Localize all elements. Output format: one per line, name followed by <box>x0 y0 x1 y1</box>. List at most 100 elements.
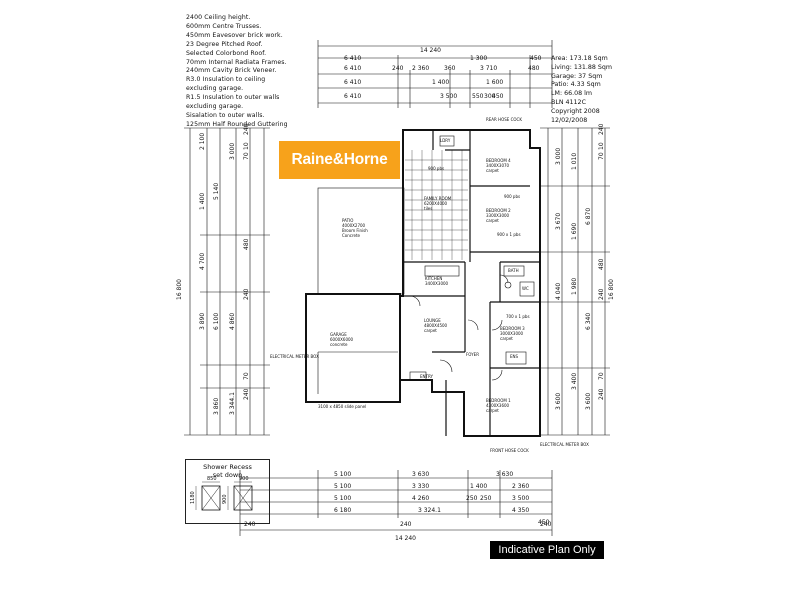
shower-recess-title: Shower Recess set down <box>203 463 252 479</box>
brand-name: Raine&Horne <box>291 151 388 168</box>
room-label-family: tiles <box>424 206 432 211</box>
dim-top-label: 300 <box>484 93 496 100</box>
area-stat: Garage: 37 Sqm <box>551 72 603 80</box>
room-label-garage: 6000X6000 <box>330 337 354 342</box>
room-label-patio: 4000X2700 <box>342 223 366 228</box>
room-label-bath: BATH <box>508 268 519 273</box>
area-stat: 12/02/2008 <box>551 116 588 124</box>
dim-top-label: 240 <box>392 65 404 72</box>
spec-notes: 2400 Ceiling height.600mm Centre Trusses… <box>186 14 306 130</box>
dim-bottom-450: 450 <box>538 519 550 526</box>
dim-top-label: 360 <box>444 65 456 72</box>
raine-horne-logo: Raine&Horne <box>279 141 400 179</box>
dim-right-label: 4 040 <box>555 283 562 300</box>
dim-top-label: 1 300 <box>470 55 487 62</box>
dim-left-label: 240 <box>243 388 250 400</box>
spec-note: Sisalation to outer walls. <box>186 111 265 119</box>
room-label-patio: Broom Finish <box>342 228 368 233</box>
dim-top-label: 1 600 <box>486 79 503 86</box>
svg-text:850: 850 <box>207 476 217 482</box>
dim-top-label: 3 710 <box>480 65 497 72</box>
dim-right-label: 3 400 <box>571 373 578 390</box>
house-outline <box>399 129 541 437</box>
dim-top-label: 480 <box>528 65 540 72</box>
dim-bottom-edge: 240 <box>244 521 256 528</box>
dim-right-label: 1 980 <box>571 278 578 295</box>
annotation-win4: 700 x 1 pbs <box>506 314 530 319</box>
spec-note: 600mm Centre Trusses. <box>186 22 262 30</box>
spec-note: 70mm Internal Radiata Frames. <box>186 58 287 66</box>
patio-outline <box>317 187 405 295</box>
room-label-bed2: carpet <box>486 218 499 223</box>
room-label-lounge: 4800X4500 <box>424 323 448 328</box>
dim-top-label: 550 <box>472 93 484 100</box>
dim-left-label: 10 <box>243 142 250 150</box>
area-stat: Area: 173.18 Sqm <box>551 55 608 62</box>
room-label-entry: ENTRY <box>420 374 433 379</box>
top-dimensions <box>317 40 553 108</box>
room-label-kitchen: 3400X3000 <box>425 281 449 286</box>
dim-left-label: 3 344.1 <box>229 392 236 415</box>
spec-note: excluding garage. <box>186 85 244 93</box>
dim-bottom-edge: 240 <box>400 521 412 528</box>
dim-left-label: 70 <box>243 152 250 160</box>
indicative-plan-badge: Indicative Plan Only <box>490 541 604 559</box>
dim-bottom-label: 3 324.1 <box>418 507 441 514</box>
dim-bottom-label: 3 330 <box>412 483 429 490</box>
dim-bottom-label: 5 100 <box>334 483 351 490</box>
spec-note: 450mm Eavesover brick work. <box>186 31 283 39</box>
spec-note: 125mm Half Rounded Guttering <box>186 120 288 128</box>
room-label-lounge: carpet <box>424 328 437 333</box>
overall-depth-right: 16 800 <box>608 279 615 300</box>
room-label-patio: Concrete <box>342 233 361 238</box>
dim-bottom-label: 4 350 <box>512 507 529 514</box>
dim-top-label: 6 410 <box>344 65 361 72</box>
area-stat: BLN 4112C <box>551 98 586 106</box>
spec-note: 2400 Ceiling height. <box>186 14 251 21</box>
dim-right-label: 3 670 <box>555 213 562 230</box>
dim-right-label: 480 <box>598 258 605 270</box>
dim-bottom-label: 5 100 <box>334 471 351 478</box>
room-label-bed1: carpet <box>486 408 499 413</box>
left-dimensions <box>184 127 270 436</box>
dim-left-label: 1 400 <box>199 193 206 210</box>
annotation-front-hose: FRONT HOSE COCK <box>490 448 529 453</box>
room-label-bed4: carpet <box>486 168 499 173</box>
shower-recess-inset: Shower Recess set down 850 900 1180 900 <box>185 459 270 524</box>
annotation-rear-hose: REAR HOSE COCK <box>486 117 522 122</box>
room-label-bed1: BEDROOM 1 <box>486 398 511 403</box>
spec-note: R1.5 Insulation to outer walls <box>186 94 280 102</box>
dim-right-label: 70 <box>598 152 605 160</box>
area-stat: LM: 66.08 lm <box>551 90 592 98</box>
annotation-elec-left: ELECTRICAL METER BOX <box>270 354 319 359</box>
room-label-family: 6200X4000 <box>424 201 448 206</box>
door-swings <box>409 274 509 381</box>
dim-bottom-label: 250 <box>466 495 478 502</box>
shower-recess-drawing: 850 900 1180 900 <box>190 476 253 511</box>
room-label-bed1: 4300X3600 <box>486 403 510 408</box>
dim-right-label: 3 000 <box>555 148 562 165</box>
dim-left-label: 70 <box>243 372 250 380</box>
dim-top-label: 450 <box>530 55 542 62</box>
dim-left-label: 480 <box>243 238 250 250</box>
dim-bottom-label: 2 360 <box>512 483 529 490</box>
overall-width-bottom: 14 240 <box>395 535 416 542</box>
garage-walls <box>305 293 401 403</box>
room-label-lounge: LOUNGE <box>424 318 441 323</box>
room-label-wc: WC <box>522 286 529 291</box>
dim-left-label: 240 <box>243 123 250 135</box>
room-label-ens: ENS <box>510 354 519 359</box>
dim-left-label: 5 140 <box>213 183 220 200</box>
dim-top-label: 6 410 <box>344 55 361 62</box>
spec-note: Selected Colorbond Roof. <box>186 49 267 57</box>
dim-bottom-label: 4 260 <box>412 495 429 502</box>
dim-bottom-label: 3 630 <box>496 471 513 478</box>
dim-right-label: 240 <box>598 123 605 135</box>
dim-top-label: 450 <box>492 93 504 100</box>
room-label-family: FAMILY ROOM <box>424 196 452 201</box>
spec-note: 240mm Cavity Brick Veneer. <box>186 67 277 75</box>
dim-left-label: 4 700 <box>199 253 206 270</box>
room-label-bed3: 3000X3000 <box>500 331 524 336</box>
dim-right-label: 10 <box>598 142 605 150</box>
